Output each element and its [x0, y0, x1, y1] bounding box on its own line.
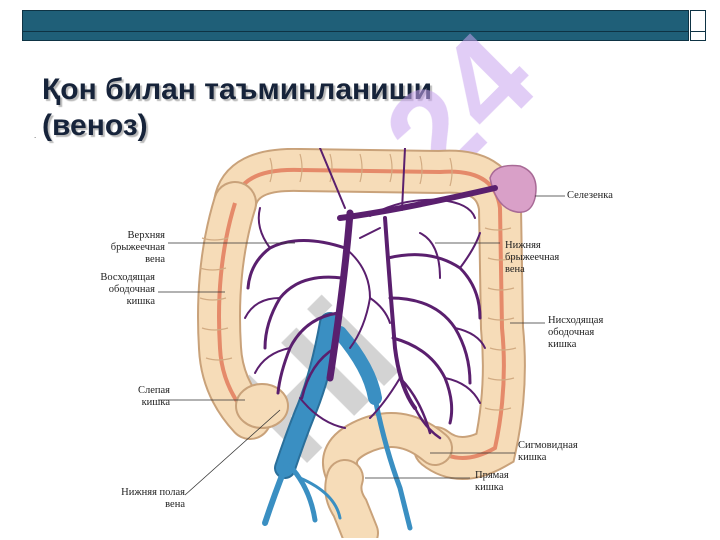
header-bar-secondary — [22, 31, 689, 41]
header-square-bottom — [690, 31, 706, 41]
inferior-vena-cava — [262, 312, 413, 531]
label-inferior-mesenteric-vein: Нижняя брыжеечная вена — [505, 240, 560, 275]
label-rectum: Прямая кишка — [475, 470, 509, 493]
label-spleen: Селезенка — [567, 190, 613, 201]
mesenteric-veins — [244, 148, 498, 440]
label-ascending-colon: Восходящая ободочная кишка — [100, 272, 155, 307]
label-inferior-vena-cava: Нижняя полая вена — [121, 487, 185, 510]
large-intestine — [197, 148, 526, 538]
label-leader-lines — [158, 195, 565, 496]
label-sigmoid-colon: Сигмовидная кишка — [518, 440, 578, 463]
label-cecum: Слепая кишка — [137, 385, 170, 408]
label-superior-mesenteric-vein: Верхняя брыжеечная вена — [110, 230, 165, 265]
colon-venous-diagram — [158, 148, 565, 538]
title-line-1: Қон билан таъминланиши — [42, 73, 433, 106]
bullet-dot: . — [34, 131, 37, 140]
slide-title: Қон билан таъминланиши (веноз) — [42, 72, 602, 144]
label-descending-colon: Нисходящая ободочная кишка — [548, 315, 604, 350]
cecum-shape — [235, 383, 289, 429]
spleen-shape — [489, 164, 537, 213]
title-line-2: (веноз) — [42, 109, 148, 142]
